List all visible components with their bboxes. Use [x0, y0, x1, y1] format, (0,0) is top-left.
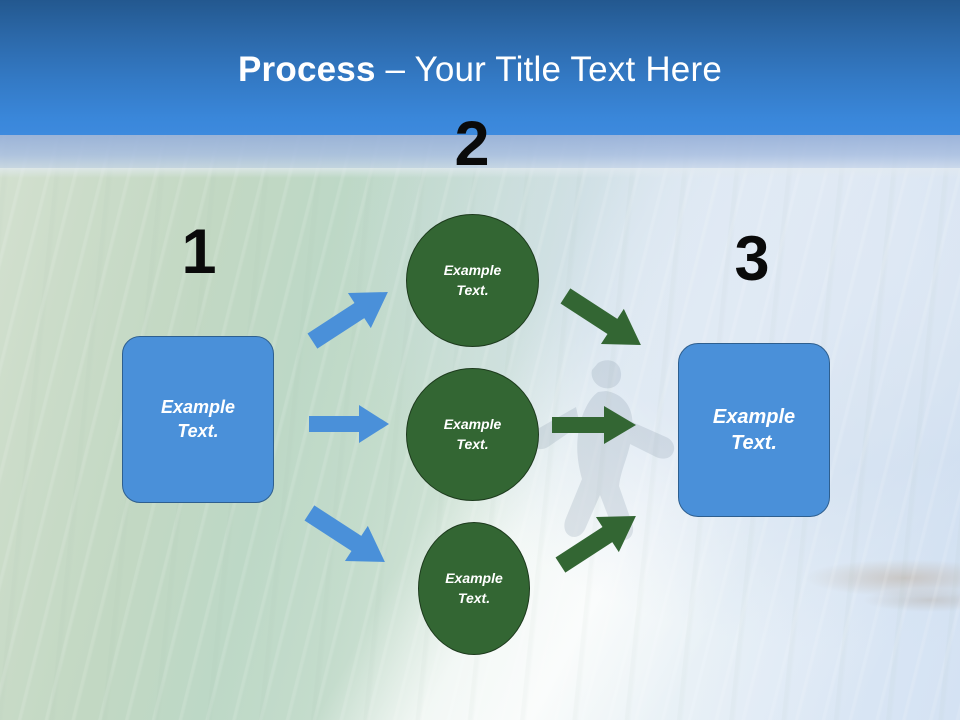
process-output-box-line2: Text.	[731, 432, 777, 454]
process-stage-circle-bottom-text: Example Text.	[445, 569, 503, 609]
circle-bottom-line1: Example	[445, 569, 503, 586]
circle-top-line1: Example	[443, 261, 502, 278]
page-title-rest: – Your Title Text Here	[375, 50, 722, 89]
green-arrow-down-right-icon	[556, 286, 652, 356]
process-stage-circle-top[interactable]: Example Text.	[406, 214, 539, 347]
circle-top-line2: Text.	[456, 281, 489, 298]
surfer-silhouette-icon	[520, 355, 690, 555]
process-stage-circle-middle[interactable]: Example Text.	[406, 368, 539, 501]
process-input-box-line2: Text.	[177, 420, 219, 441]
title-banner	[0, 0, 960, 135]
step-number-3: 3	[734, 224, 770, 294]
step-number-2: 2	[454, 109, 490, 179]
page-title-emphasis: Process	[238, 50, 376, 89]
process-output-box-text: Example Text.	[713, 404, 795, 457]
process-stage-circle-bottom[interactable]: Example Text.	[418, 522, 530, 655]
process-output-box-line1: Example	[712, 405, 796, 428]
circle-middle-line2: Text.	[456, 435, 489, 452]
green-arrow-right-icon	[552, 403, 638, 447]
blue-arrow-down-right-icon	[300, 503, 396, 573]
process-stage-circle-middle-text: Example Text.	[444, 415, 502, 455]
step-number-1: 1	[181, 217, 217, 287]
green-arrow-up-right-icon	[551, 505, 647, 575]
circle-bottom-line2: Text.	[457, 589, 491, 606]
title-banner-fade-strip	[0, 168, 960, 178]
process-stage-circle-top-text: Example Text.	[444, 261, 502, 301]
blue-arrow-up-right-icon	[305, 283, 397, 349]
process-input-box[interactable]: Example Text.	[122, 336, 274, 503]
circle-middle-line1: Example	[443, 415, 502, 432]
process-output-box[interactable]: Example Text.	[678, 343, 830, 517]
page-title: Process – Your Title Text Here	[0, 49, 960, 91]
title-banner-accent-strip	[0, 135, 960, 168]
blue-arrow-right-icon	[309, 402, 391, 446]
process-input-box-text: Example Text.	[161, 396, 235, 444]
process-input-box-line1: Example	[160, 396, 236, 417]
